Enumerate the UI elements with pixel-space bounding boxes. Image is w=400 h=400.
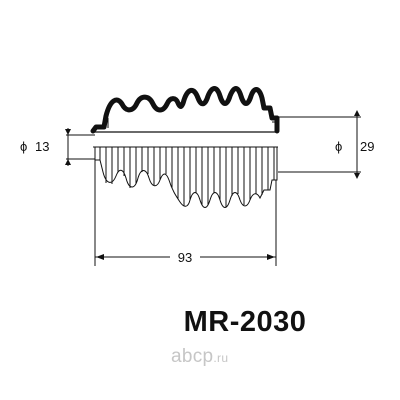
section-hatching [99, 147, 275, 207]
length-dimension: 93 [94, 160, 277, 266]
bellows-outer-outline [90, 86, 280, 134]
arrow-down-icon [354, 173, 360, 179]
right-diameter-value: 29 [360, 139, 374, 154]
arrow-up-icon [354, 110, 360, 116]
left-diameter-value: 13 [35, 139, 49, 154]
bellows-inner-edge [107, 118, 276, 128]
right-diameter-dimension: ϕ 29 [335, 110, 374, 179]
arrow-up-icon [65, 159, 71, 165]
watermark-logo: abcp.ru [171, 346, 228, 368]
arrow-right-icon [267, 254, 275, 260]
part-number: MR-2030 [183, 306, 307, 338]
watermark-brand: abcp [171, 346, 214, 367]
watermark-domain: .ru [213, 351, 229, 365]
left-diameter-symbol: ϕ [20, 139, 27, 154]
right-diameter-symbol: ϕ [335, 139, 342, 154]
arrow-left-icon [96, 254, 104, 260]
length-value: 93 [178, 250, 192, 265]
left-diameter-dimension: ϕ 13 [20, 128, 71, 166]
arrow-down-icon [65, 129, 71, 135]
bellows-section-outline [94, 147, 278, 208]
